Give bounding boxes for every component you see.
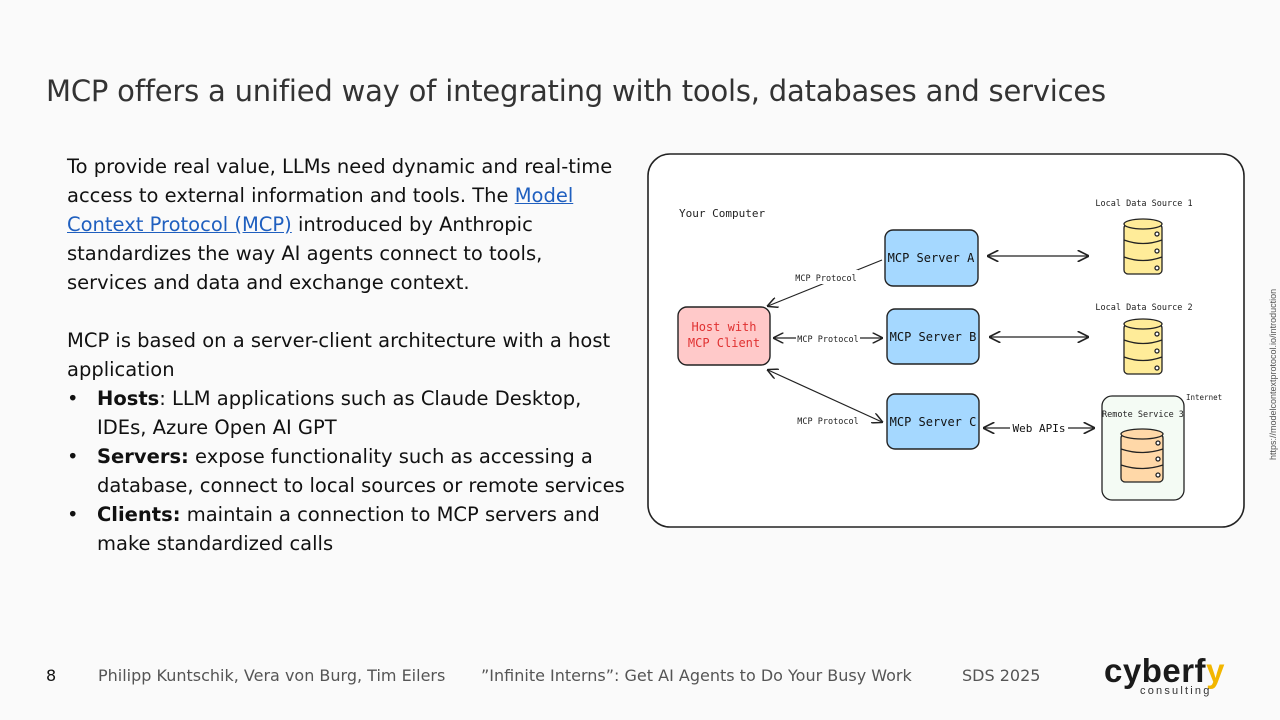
bullet-term: Hosts bbox=[97, 387, 160, 410]
logo-wordmark: cyberfy bbox=[1104, 654, 1254, 688]
mcp-link[interactable]: Model Context Protocol (MCP) bbox=[67, 184, 574, 236]
local-source-1-label: Local Data Source 1 bbox=[1095, 199, 1192, 209]
logo-word-y: y bbox=[1206, 652, 1225, 689]
page-number: 8 bbox=[46, 666, 57, 685]
logo-word-main: cyberf bbox=[1104, 652, 1207, 689]
server-b-label: MCP Server B bbox=[890, 330, 977, 344]
protocol-label-b: MCP Protocol bbox=[797, 335, 858, 345]
bullet-term: Servers: bbox=[97, 445, 189, 468]
remote-database-icon bbox=[1120, 428, 1164, 483]
intro-paragraph: To provide real value, LLMs need dynamic… bbox=[67, 152, 627, 297]
protocol-label-c: MCP Protocol bbox=[797, 417, 858, 427]
local-source-2-label: Local Data Source 2 bbox=[1095, 303, 1192, 313]
bullet-text: expose functionality such as accessing a… bbox=[97, 445, 625, 497]
your-computer-label: Your Computer bbox=[679, 207, 765, 220]
server-c-box bbox=[886, 393, 980, 450]
server-b-box bbox=[886, 308, 980, 365]
protocol-label-bg bbox=[796, 414, 860, 427]
bullet-text: maintain a connection to MCP servers and… bbox=[97, 503, 600, 555]
intro-text-continued: introduced by Anthropic standardizes the… bbox=[67, 213, 543, 294]
protocol-label-bg bbox=[796, 332, 860, 345]
mcp-architecture-diagram: Your Computer Host with MCP Client MCP S… bbox=[647, 153, 1245, 528]
protocol-arrow-c bbox=[768, 370, 882, 422]
intro-text: To provide real value, LLMs need dynamic… bbox=[67, 155, 613, 207]
bullet-list: Hosts: LLM applications such as Claude D… bbox=[67, 384, 627, 558]
source-url-note: https://modelcontextprotocol.io/introduc… bbox=[1268, 288, 1278, 460]
database-icon-2 bbox=[1123, 318, 1163, 375]
bullet-sep: : bbox=[159, 387, 166, 410]
footer-event: SDS 2025 bbox=[962, 666, 1041, 685]
slide-title: MCP offers a unified way of integrating … bbox=[46, 74, 1106, 108]
footer-talk-title: ”Infinite Interns”: Get AI Agents to Do … bbox=[481, 666, 912, 685]
footer-authors: Philipp Kuntschik, Vera von Burg, Tim Ei… bbox=[98, 666, 446, 685]
protocol-label-bg bbox=[794, 270, 858, 284]
protocol-label-a: MCP Protocol bbox=[795, 274, 856, 284]
architecture-paragraph: MCP is based on a server-client architec… bbox=[67, 329, 611, 381]
server-a-box bbox=[884, 229, 979, 287]
body-text: To provide real value, LLMs need dynamic… bbox=[67, 152, 627, 558]
bullet-term: Clients: bbox=[97, 503, 181, 526]
internet-label: Internet bbox=[1186, 393, 1222, 402]
server-a-label: MCP Server A bbox=[888, 251, 975, 265]
web-apis-label: Web APIs bbox=[1013, 422, 1066, 435]
host-label-line2: MCP Client bbox=[688, 336, 760, 350]
host-label-line1: Host with bbox=[691, 320, 756, 334]
logo-subtitle: consulting bbox=[1140, 685, 1212, 697]
host-box bbox=[677, 306, 771, 366]
bullet-hosts: Hosts: LLM applications such as Claude D… bbox=[67, 384, 627, 442]
remote-service-label: Remote Service 3 bbox=[1102, 410, 1184, 420]
bullet-clients: Clients: maintain a connection to MCP se… bbox=[67, 500, 627, 558]
bullet-text: LLM applications such as Claude Desktop,… bbox=[97, 387, 582, 439]
server-c-label: MCP Server C bbox=[890, 415, 977, 429]
web-apis-bg bbox=[1010, 420, 1068, 435]
cyberfy-logo: cyberfy consulting bbox=[1104, 654, 1254, 698]
database-icon-1 bbox=[1123, 218, 1163, 275]
bullet-servers: Servers: expose functionality such as ac… bbox=[67, 442, 627, 500]
